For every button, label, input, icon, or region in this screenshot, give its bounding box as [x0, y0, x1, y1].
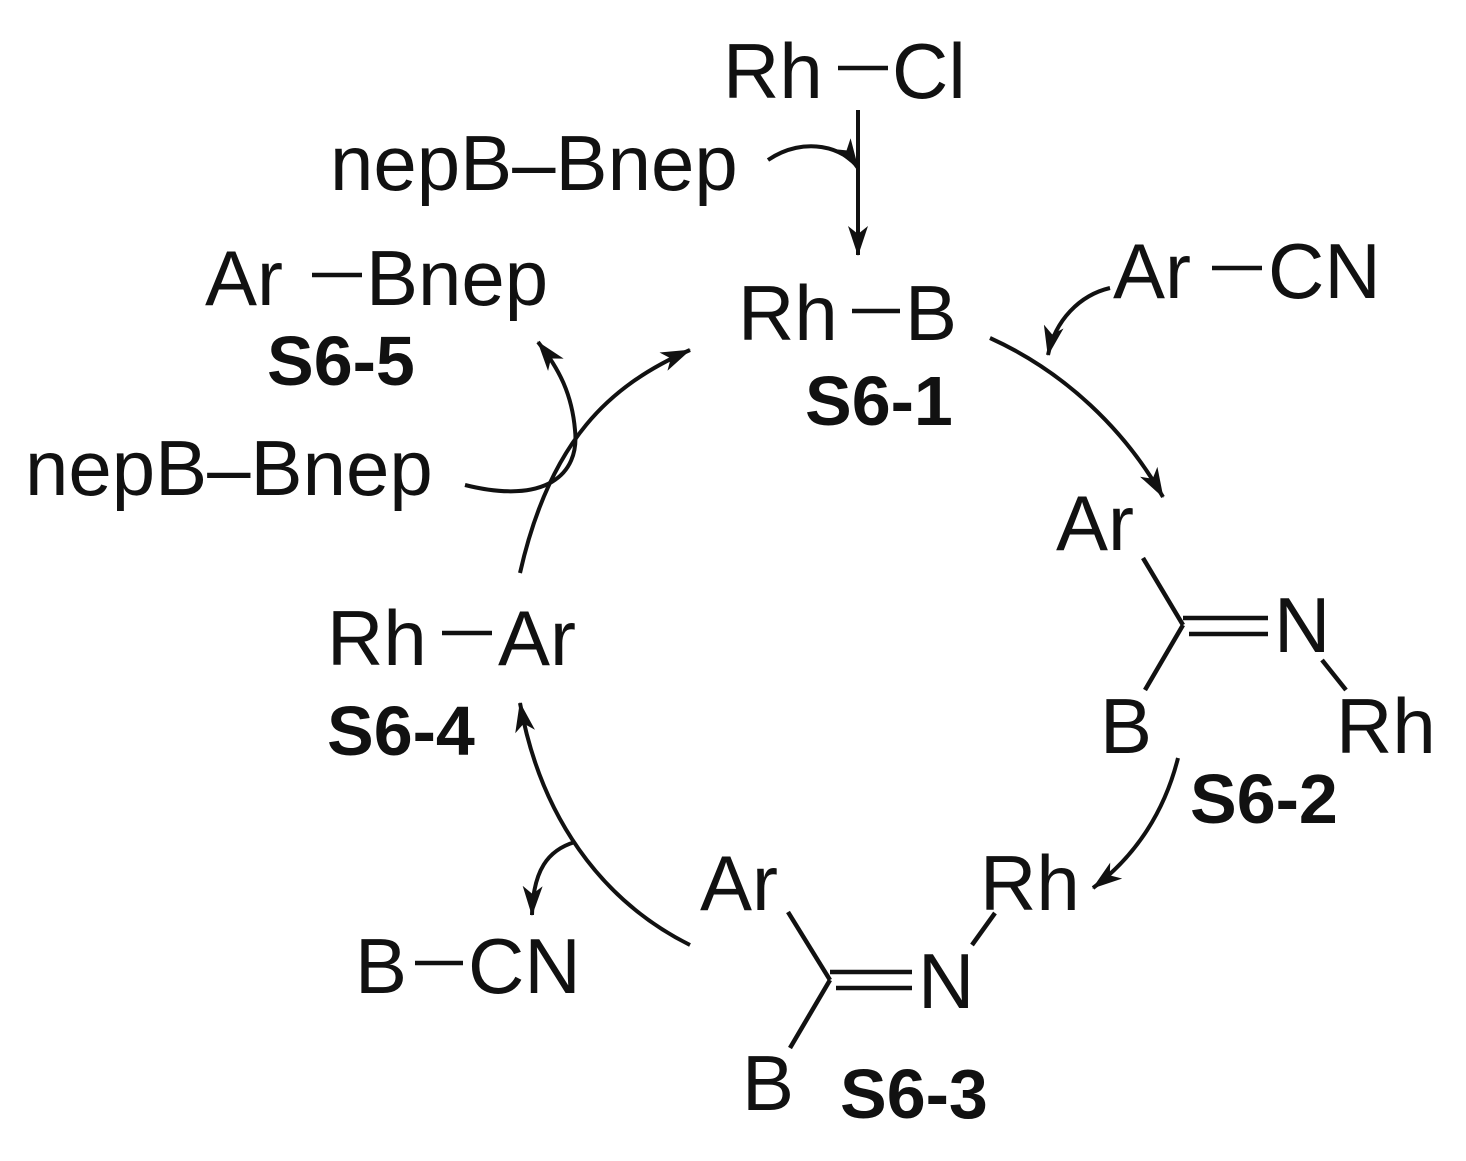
intermediate-s6-2: Ar N B Rh S6-2	[1056, 479, 1436, 838]
s6-3-nitrogen-label: N	[918, 937, 974, 1025]
reagent-nitrile: Ar CN	[1113, 227, 1381, 315]
s6-1-boron-label: B	[905, 269, 957, 357]
s6-3-n-rh-bond	[970, 911, 997, 947]
cycle-arrow-s6-2-to-s6-3	[1091, 757, 1180, 890]
s6-1-metal-label: Rh	[738, 269, 838, 357]
nitrile-entry-arrow	[1043, 286, 1111, 356]
s6-4-compound-id: S6-4	[327, 692, 475, 770]
s6-2-aryl-label: Ar	[1056, 479, 1134, 567]
byproduct-exit-arrow	[522, 840, 576, 916]
s6-3-ar-c-bond	[786, 910, 832, 982]
product-s6-5: Ar Bnep S6-5	[205, 234, 548, 400]
precatalyst-rh-cl: Rh Cl	[723, 27, 966, 115]
cycle-arrow-s6-1-to-s6-2	[989, 336, 1165, 498]
byproduct-b-cn: B CN	[355, 922, 581, 1010]
precatalyst-ligand-label: Cl	[892, 27, 966, 115]
s6-3-aryl-label: Ar	[700, 839, 778, 927]
s6-2-boron-label: B	[1100, 682, 1152, 770]
s6-4-metal-label: Rh	[327, 594, 427, 682]
s6-3-boron-label: B	[742, 1039, 794, 1127]
diboron-reagent-top: nepB–Bnep	[330, 119, 738, 207]
byproduct-group-label: CN	[468, 922, 581, 1010]
s6-1-compound-id: S6-1	[805, 362, 953, 440]
intermediate-s6-1: Rh B S6-1	[738, 269, 957, 440]
diboron-reagent-left: nepB–Bnep	[25, 424, 433, 512]
intermediate-s6-3: Ar Rh N B S6-3	[700, 839, 1080, 1133]
cycle-arrow-s6-3-to-s6-4	[515, 702, 691, 947]
byproduct-boron-label: B	[355, 922, 407, 1010]
cycle-arrow-s6-4-to-s6-1	[518, 348, 691, 574]
s6-3-metal-label: Rh	[980, 839, 1080, 927]
precatalyst-metal-label: Rh	[723, 27, 823, 115]
nitrile-aryl-label: Ar	[1113, 227, 1191, 315]
s6-4-aryl-label: Ar	[498, 594, 576, 682]
s6-2-metal-label: Rh	[1336, 682, 1436, 770]
s6-2-ar-c-bond	[1141, 556, 1185, 627]
s6-2-c-b-bond	[1143, 623, 1185, 692]
s6-5-aryl-label: Ar	[205, 234, 283, 322]
diboron-entry-product-exit-arrow	[464, 340, 578, 494]
diboron-entry-arrow-top	[766, 138, 860, 170]
s6-2-compound-id: S6-2	[1190, 760, 1338, 838]
s6-3-compound-id: S6-3	[840, 1055, 988, 1133]
intermediate-s6-4: Rh Ar S6-4	[327, 594, 576, 770]
nitrile-group-label: CN	[1268, 227, 1381, 315]
s6-2-n-rh-bond	[1320, 658, 1348, 692]
s6-3-c-b-bond	[788, 978, 832, 1050]
s6-5-compound-id: S6-5	[267, 322, 415, 400]
s6-2-nitrogen-label: N	[1274, 581, 1330, 669]
s6-5-boryl-label: Bnep	[366, 234, 548, 322]
